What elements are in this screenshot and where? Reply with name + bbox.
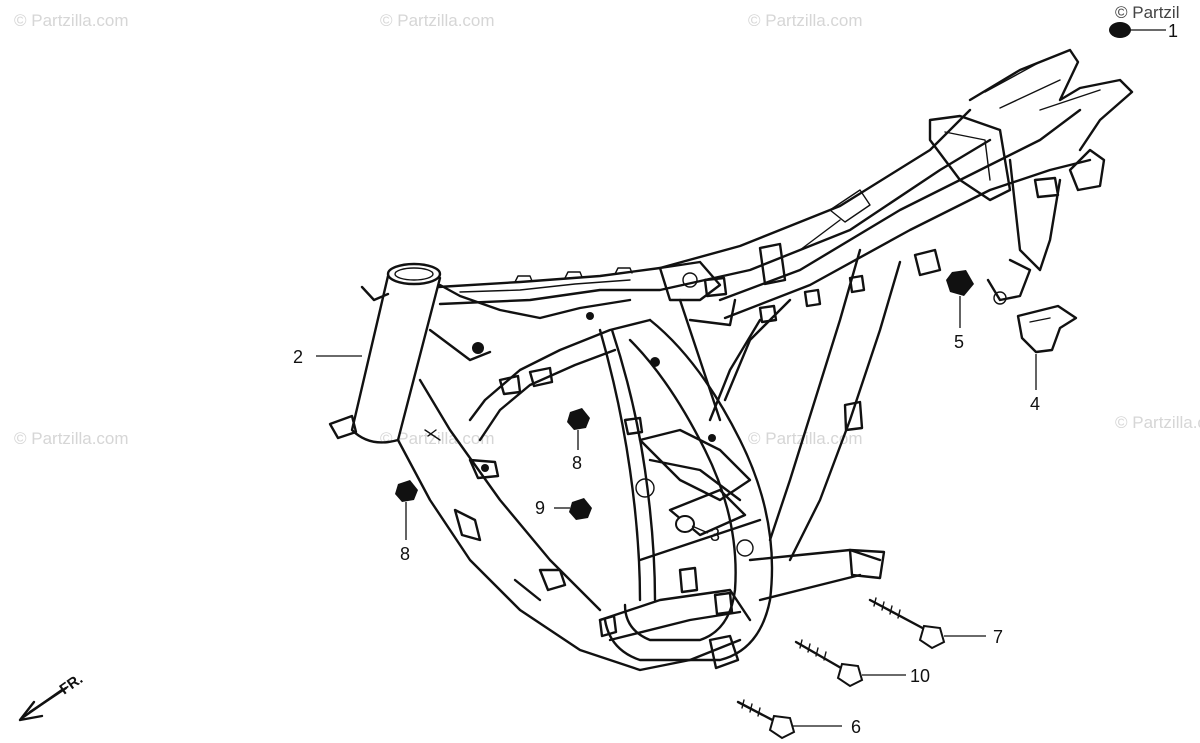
callouts: 1 2 3 4 5 6 7 8 8 9 10 [293, 21, 1178, 737]
front-direction-indicator: FR. [18, 670, 87, 722]
bolt-part-6 [736, 699, 796, 740]
watermark: © Partzilla.com [748, 429, 863, 448]
bracket-part [1016, 304, 1078, 354]
watermark: © Partzilla.com [14, 11, 129, 30]
main-frame [328, 48, 1134, 672]
callout-9: 9 [535, 498, 545, 518]
callout-5: 5 [954, 332, 964, 352]
bushing-part-3 [675, 515, 695, 533]
callout-8: 8 [400, 544, 410, 564]
leader-lines [316, 29, 1166, 727]
callout-6: 6 [851, 717, 861, 737]
plug-part [1109, 22, 1131, 38]
watermark: © Partzilla.com [14, 429, 129, 448]
callout-8: 8 [572, 453, 582, 473]
watermark: © Partzilla.com [748, 11, 863, 30]
bolt-part-10 [794, 639, 864, 688]
parts [395, 22, 1131, 740]
watermark-corner: © Partzil [1115, 3, 1179, 22]
callout-3: 3 [710, 525, 720, 545]
front-label: FR. [57, 670, 87, 698]
watermark: © Partzilla.com [1115, 413, 1200, 432]
callout-10: 10 [910, 666, 930, 686]
nut-part-5 [946, 270, 974, 296]
nut-part-8b [395, 480, 418, 502]
callout-2: 2 [293, 347, 303, 367]
callout-4: 4 [1030, 394, 1040, 414]
watermarks: © Partzilla.com © Partzilla.com © Partzi… [14, 3, 1200, 448]
nut-part-9 [569, 498, 592, 520]
bolt-part-7 [868, 597, 946, 650]
callout-1: 1 [1168, 21, 1178, 41]
watermark: © Partzilla.com [380, 11, 495, 30]
callout-7: 7 [993, 627, 1003, 647]
nut-part-8a [567, 408, 590, 430]
